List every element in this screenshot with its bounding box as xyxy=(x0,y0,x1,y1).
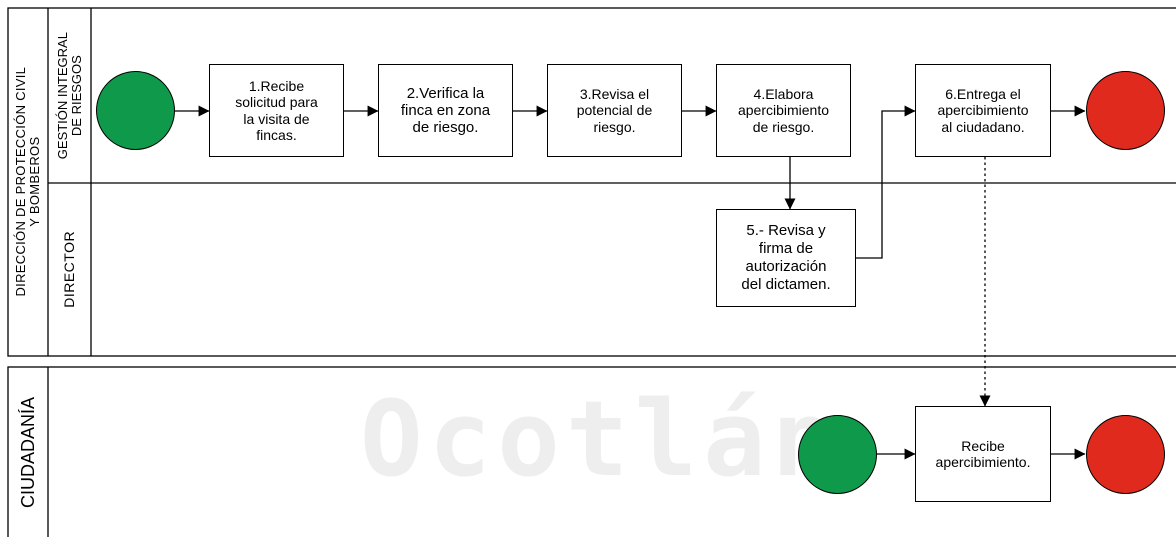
task-1-receive-request: 1.Recibe solicitud para la visita de fin… xyxy=(209,64,344,157)
pool-frame-citizens xyxy=(7,366,1176,537)
task-receive-warning: Recibe apercibimiento. xyxy=(915,406,1051,502)
task-6-deliver-warning: 6.Entrega el apercibimiento al ciudadano… xyxy=(915,64,1051,157)
end-event xyxy=(1086,71,1165,150)
pool-label-citizens: CIUDADANÍA xyxy=(17,396,38,508)
task-3-review-potential: 3.Revisa el potencial de riesgo. xyxy=(547,64,682,157)
task-5-review-sign: 5.- Revisa y firma de autorización del d… xyxy=(716,209,856,307)
end-event xyxy=(1086,415,1165,494)
watermark-text: Ocotlán xyxy=(360,378,841,500)
start-event xyxy=(798,415,877,494)
flow-t5-t6 xyxy=(856,105,916,259)
task-2-verify-risk-zone: 2.Verifica la finca en zona de riesgo. xyxy=(378,64,513,157)
start-event xyxy=(96,71,175,150)
lane-label-gestion: GESTIÓN INTEGRAL DE RIESGOS xyxy=(54,31,84,160)
task-4-prepare-warning: 4.Elabora apercibimiento de riesgo. xyxy=(716,64,851,157)
lane-label-director: DIRECTOR xyxy=(61,231,78,308)
pool-frame-main xyxy=(7,7,1176,357)
pool-label-main: DIRECCIÓN DE PROTECCIÓN CIVIL Y BOMBEROS xyxy=(13,67,43,297)
